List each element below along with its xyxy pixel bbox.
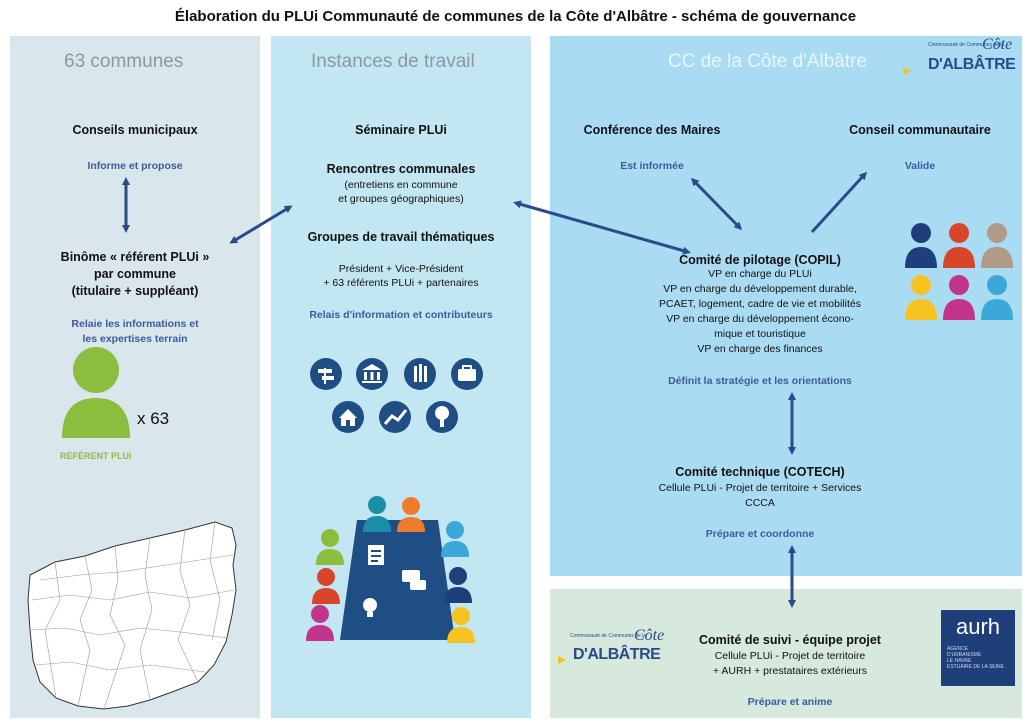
person-teal-top: [363, 496, 391, 532]
copil-people: [905, 223, 1013, 320]
arrow-copil-conseil: [810, 171, 868, 234]
person-yellow: [905, 275, 937, 320]
person-navy-right: [444, 567, 472, 603]
person-orange-top: [397, 497, 425, 532]
copil-title: Comité de pilotage (COPIL): [679, 253, 841, 267]
aurh-logo-subtitle: AGENCE D'URBANISME LE HAVRE ESTUAIRE DE …: [947, 646, 1004, 670]
cc-logo-small-text: Communauté de Communes de la: [928, 42, 1005, 48]
suivi-logo-cote: Côte: [634, 627, 665, 644]
conseils-role: Informe et propose: [87, 160, 183, 172]
suivi-line-2: + AURH + prestataires extérieurs: [712, 665, 868, 677]
territory-map: [27, 521, 237, 710]
person-yellow-right: [447, 607, 475, 643]
suivi-logo-main: D'ALBÂTRE: [573, 646, 661, 663]
institution-icon: [356, 358, 388, 390]
person-sky: [981, 275, 1013, 320]
panel-instances-heading: Instances de travail: [311, 51, 475, 72]
signpost-icon: [310, 358, 342, 390]
groupes-thematiques: Groupes de travail thématiques: [307, 230, 495, 244]
cotech-title: Comité technique (COTECH): [675, 465, 845, 479]
wheat-icon: [404, 358, 436, 390]
copil-line-5: mique et touristique: [714, 328, 806, 340]
rencontres-line-3: et groupes géographiques): [338, 193, 464, 205]
conference-des-maires: Conférence des Maires: [583, 123, 721, 137]
cc-logo-main: D'ALBÂTRE: [928, 56, 1016, 73]
seminaire-plui: Séminaire PLUi: [355, 123, 447, 137]
tree-icon: [426, 401, 458, 433]
suivi-line-1: Cellule PLUi - Projet de territoire: [714, 650, 866, 662]
comite-suivi-title: Comité de suivi - équipe projet: [699, 633, 881, 647]
copil-line-4: VP en charge du développement écono-: [666, 313, 854, 325]
arrow-instances-copil: [513, 200, 691, 255]
members-line-1: Président + Vice-Président: [338, 263, 464, 275]
panel-cc-cote-albatre: [550, 36, 1022, 576]
copil-line-2: VP en charge du développement durable,: [663, 283, 857, 295]
panel-cc-heading: CC de la Côte d'Albâtre: [668, 51, 868, 72]
conseil-communautaire: Conseil communautaire: [849, 123, 991, 137]
cotech-line-2: CCCA: [745, 497, 775, 509]
arrow-conference-copil: [690, 177, 743, 231]
rencontres-communales: Rencontres communales: [326, 162, 476, 176]
binome-line-2: par commune: [94, 267, 176, 281]
relais-information: Relais d'information et contributeurs: [309, 309, 493, 321]
aurh-logo-text: aurh: [955, 614, 1001, 639]
relaie-line-2: les expertises terrain: [82, 333, 188, 345]
growth-chart-icon: [379, 401, 411, 433]
referent-count: x 63: [137, 409, 170, 428]
conseils-municipaux: Conseils municipaux: [72, 123, 198, 137]
person-magenta-left: [306, 605, 334, 641]
theme-icons: [310, 358, 483, 433]
copil-line-6: VP en charge des finances: [697, 343, 823, 355]
conference-role: Est informée: [620, 160, 684, 172]
lightbulb-icon: [363, 598, 377, 617]
person-teal-right: [441, 521, 469, 557]
person-magenta: [943, 275, 975, 320]
panel-communes-heading: 63 communes: [64, 51, 184, 72]
cc-logo-cote: Côte: [982, 36, 1013, 53]
suivi-role: Prépare et anime: [747, 696, 833, 708]
relaie-line-1: Relaie les informations et: [71, 318, 199, 330]
members-line-2: + 63 référents PLUi + partenaires: [323, 277, 479, 289]
conseil-role: Valide: [904, 160, 936, 172]
chat-bubbles-icon: [402, 570, 426, 590]
working-group-illustration: [306, 496, 475, 643]
suivi-logo-arrow-icon: [558, 656, 566, 664]
copil-line-3: PCAET, logement, cadre de vie et mobilit…: [659, 298, 861, 310]
arrow-binome-instances: [229, 205, 293, 244]
briefcase-icon: [451, 358, 483, 390]
person-red: [943, 223, 975, 268]
page-title: Élaboration du PLUi Communauté de commun…: [174, 8, 857, 25]
binome-line-3: (titulaire + suppléant): [71, 284, 199, 298]
referent-person-icon: [62, 347, 130, 438]
referent-label: RÉFÉRENT PLUi: [60, 451, 132, 461]
rencontres-line-2: (entretiens en commune: [344, 179, 458, 191]
cc-logo-arrow-icon: [903, 67, 911, 75]
copil-role: Définit la stratégie et les orientations: [668, 375, 852, 387]
cotech-role: Prépare et coordonne: [705, 528, 815, 540]
binome-line-1: Binôme « référent PLUi »: [60, 250, 210, 264]
cotech-line-1: Cellule PLUi - Projet de territoire + Se…: [658, 482, 862, 494]
copil-line-1: VP en charge du PLUi: [708, 268, 812, 280]
house-icon: [332, 401, 364, 433]
person-tan: [981, 223, 1013, 268]
person-red-left: [312, 568, 340, 604]
person-green-left: [316, 529, 344, 565]
aurh-logo: aurh AGENCE D'URBANISME LE HAVRE ESTUAIR…: [941, 610, 1015, 686]
document-icon: [368, 545, 384, 565]
suivi-logo-small-text: Communauté de Communes de la: [570, 633, 647, 639]
person-navy: [905, 223, 937, 268]
